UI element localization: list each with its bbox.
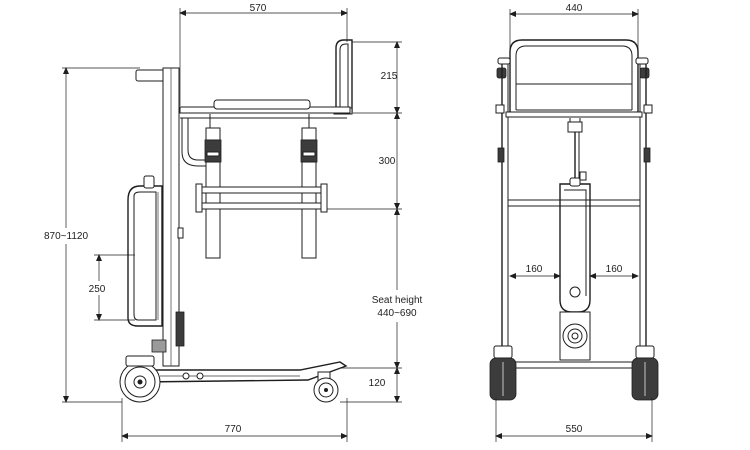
dim-base-length: 770 xyxy=(121,398,348,442)
dim-right-gap-label: 160 xyxy=(606,264,623,275)
dim-base-length-label: 770 xyxy=(225,424,242,435)
front-pin-right xyxy=(639,67,650,79)
side-strap-left xyxy=(204,114,222,259)
side-strap-right xyxy=(300,114,318,259)
front-seat-bar xyxy=(505,111,643,118)
side-view: 570 215 300 Seat height 440~690 120 xyxy=(44,3,423,442)
dim-back-height-label: 215 xyxy=(381,71,398,82)
side-seat-arm xyxy=(179,99,351,167)
side-front-caster xyxy=(313,371,339,403)
dim-front-base-width-label: 550 xyxy=(566,424,583,435)
side-backrest xyxy=(333,39,353,115)
front-base-bar xyxy=(505,361,643,369)
side-bar-upper xyxy=(197,186,327,194)
side-bar-lower xyxy=(197,202,327,210)
side-knee-pad xyxy=(127,175,163,327)
front-view: 440 xyxy=(489,3,659,442)
dim-total-height-label: 870~1120 xyxy=(44,231,88,242)
seat-height-label: Seat height xyxy=(372,295,423,306)
dim-side-right: 215 300 Seat height 440~690 120 xyxy=(320,41,423,403)
dim-seat-bar-label: 300 xyxy=(379,156,396,167)
seat-height-value: 440~690 xyxy=(377,308,417,319)
dim-front-top-width: 440 xyxy=(509,3,639,50)
dim-left-gap-label: 160 xyxy=(526,264,543,275)
dim-front-top-width-label: 440 xyxy=(566,3,583,14)
dim-pad-height-label: 250 xyxy=(89,284,106,295)
front-mast xyxy=(559,171,591,361)
dim-total-height: 870~1120 xyxy=(44,67,140,403)
dim-side-top-width: 570 xyxy=(179,3,348,106)
front-wheel-left xyxy=(489,345,517,401)
dim-base-height-label: 120 xyxy=(369,378,386,389)
dim-front-gaps: 160 160 xyxy=(509,264,639,279)
front-wheel-right xyxy=(631,345,659,401)
dim-side-top-width-label: 570 xyxy=(250,3,267,14)
dim-front-base-width: 550 xyxy=(495,398,653,442)
side-rear-wheel xyxy=(119,355,161,403)
side-actuator xyxy=(175,311,185,347)
front-backrest xyxy=(509,39,639,112)
